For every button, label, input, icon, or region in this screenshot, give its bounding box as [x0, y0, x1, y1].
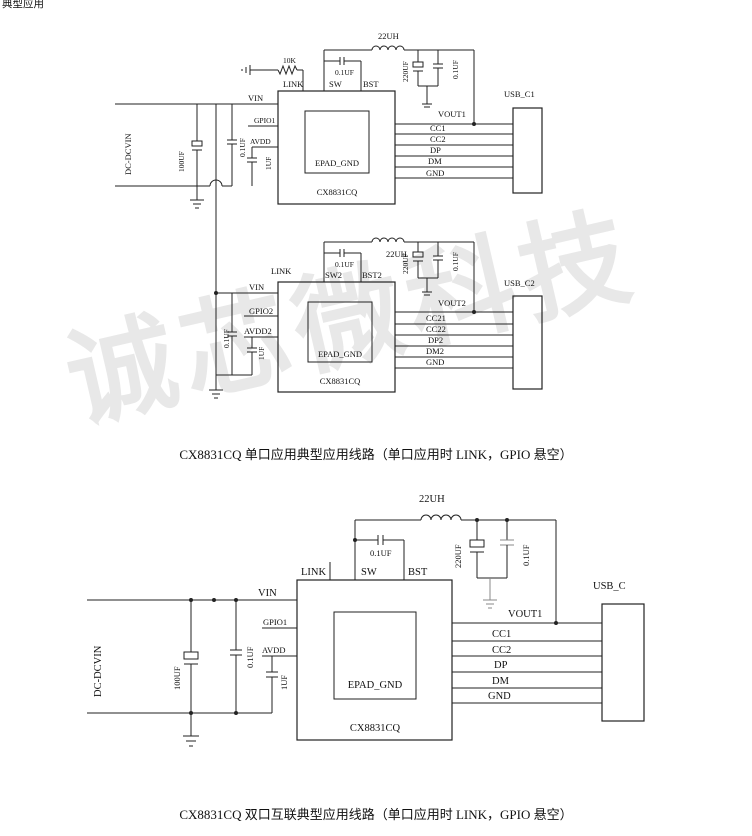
net-dm2-c2: DM2	[426, 346, 444, 356]
net-vout-c1: VOUT1	[438, 109, 466, 119]
connector-label-c2: USB_C2	[504, 278, 535, 288]
net-cc22-c2: CC22	[426, 324, 446, 334]
net-dp-c1: DP	[430, 145, 441, 155]
cap-avdd-label-c1: 1UF	[264, 157, 273, 170]
pin-vin-c1: VIN	[248, 93, 263, 103]
cap-in-label-1: 100UF	[177, 151, 186, 172]
chip3-pad	[333, 611, 417, 700]
pin-bst-c2: BST2	[362, 270, 382, 280]
cap-vin-label-c1: 0.1UF	[238, 138, 247, 157]
cap-in-label-2: 100UF	[172, 666, 182, 690]
net-cc1-c1: CC1	[430, 123, 446, 133]
cap-avdd-label-d2: 1UF	[279, 675, 289, 690]
usb-c-connector	[601, 603, 645, 722]
chip3-name: CX8831CQ	[350, 723, 401, 734]
cap-out-label-d2: 220UF	[453, 544, 463, 568]
pin-link-d2: LINK	[301, 567, 326, 578]
pin-gpio-c2: GPIO2	[249, 306, 273, 316]
chip1-pad	[304, 110, 370, 174]
top-fragment-text: 典型应用	[2, 0, 44, 10]
pin-vin-d2: VIN	[258, 588, 277, 599]
net-cc1-d2: CC1	[492, 629, 511, 640]
pin-link-c2: LINK	[271, 266, 292, 276]
cap-out2-label-c1: 0.1UF	[451, 60, 460, 79]
net-dp-d2: DP	[494, 660, 508, 671]
cap-bst-label-d2: 0.1UF	[370, 548, 392, 558]
inductor-label-c2: 22UH	[386, 249, 407, 259]
chip2-pad	[307, 301, 373, 363]
pin-vin-c2: VIN	[249, 282, 264, 292]
net-gnd-c2: GND	[426, 357, 444, 367]
net-dm-d2: DM	[492, 676, 510, 687]
chip3-pad-label: EPAD_GND	[348, 680, 403, 691]
net-vout-c2: VOUT2	[438, 298, 466, 308]
net-dp2-c2: DP2	[428, 335, 443, 345]
caption-diagram1: CX8831CQ 单口应用典型应用线路（单口应用时 LINK，GPIO 悬空）	[179, 447, 573, 462]
chip3-body	[296, 579, 453, 741]
diagram2-group: DC-DCVIN 100UF 0.1UF 1UF VIN GPIO1 AVDD …	[87, 494, 645, 747]
resistor-label: 10K	[283, 56, 297, 65]
cap-avdd-label-c2: 1UF	[257, 347, 266, 360]
net-gnd-d2: GND	[488, 691, 511, 702]
chip1-body	[277, 90, 396, 205]
cap-out2-label-d2: 0.1UF	[521, 544, 531, 566]
dc-input-label-1: DC-DCVIN	[123, 133, 133, 175]
chip1-pad-label: EPAD_GND	[315, 158, 359, 168]
diagram1-chip1-group: DC-DCVIN 100UF 0.1UF 1UF VIN GPIO1 AVDD	[115, 31, 543, 293]
net-dm-c1: DM	[428, 156, 442, 166]
dc-input-label-2: DC-DCVIN	[93, 645, 104, 697]
pin-avdd-c2: AVDD2	[244, 326, 272, 336]
net-cc21-c2: CC21	[426, 313, 446, 323]
pin-sw-c2: SW2	[325, 270, 342, 280]
cap-bst-label-c2: 0.1UF	[335, 260, 354, 269]
net-cc2-c1: CC2	[430, 134, 446, 144]
diagram1-chip2-group: 0.1UF 1UF VIN GPIO2 AVDD2 EPAD_GND CX883…	[209, 237, 543, 399]
cap-vin-label-d2: 0.1UF	[245, 646, 255, 668]
connector-label-c1: USB_C1	[504, 89, 535, 99]
usb-c2-connector	[512, 295, 543, 390]
pin-sw-d2: SW	[361, 567, 377, 578]
inductor-label-c1: 22UH	[378, 31, 399, 41]
pin-sw-c1: SW	[329, 79, 342, 89]
cap-bst-label-c1: 0.1UF	[335, 68, 354, 77]
cap-out-label-c2: 220UF	[401, 253, 410, 274]
caption-diagram2: CX8831CQ 双口互联典型应用线路（单口应用时 LINK，GPIO 悬空）	[179, 807, 573, 822]
connector-label-d2: USB_C	[593, 581, 626, 592]
chip1-name: CX8831CQ	[317, 187, 358, 197]
pin-link-c1: LINK	[283, 79, 304, 89]
chip2-name: CX8831CQ	[320, 376, 361, 386]
cap-vin-label-c2: 0.1UF	[222, 329, 231, 348]
net-vout-d2: VOUT1	[508, 609, 542, 620]
chip2-body	[277, 281, 396, 393]
chip2-pad-label: EPAD_GND	[318, 349, 362, 359]
pin-avdd-c1: AVDD	[250, 137, 271, 146]
inductor-label-d2: 22UH	[419, 494, 445, 505]
pin-avdd-d2: AVDD	[262, 645, 285, 655]
usb-c1-connector	[512, 107, 543, 194]
pin-bst-d2: BST	[408, 567, 428, 578]
net-gnd-c1: GND	[426, 168, 444, 178]
cap-out-label-c1: 220UF	[401, 61, 410, 82]
pin-gpio-c1: GPIO1	[254, 116, 276, 125]
cap-out2-label-c2: 0.1UF	[451, 252, 460, 271]
net-cc2-d2: CC2	[492, 645, 511, 656]
pin-bst-c1: BST	[363, 79, 379, 89]
pin-gpio-d2: GPIO1	[263, 617, 287, 627]
